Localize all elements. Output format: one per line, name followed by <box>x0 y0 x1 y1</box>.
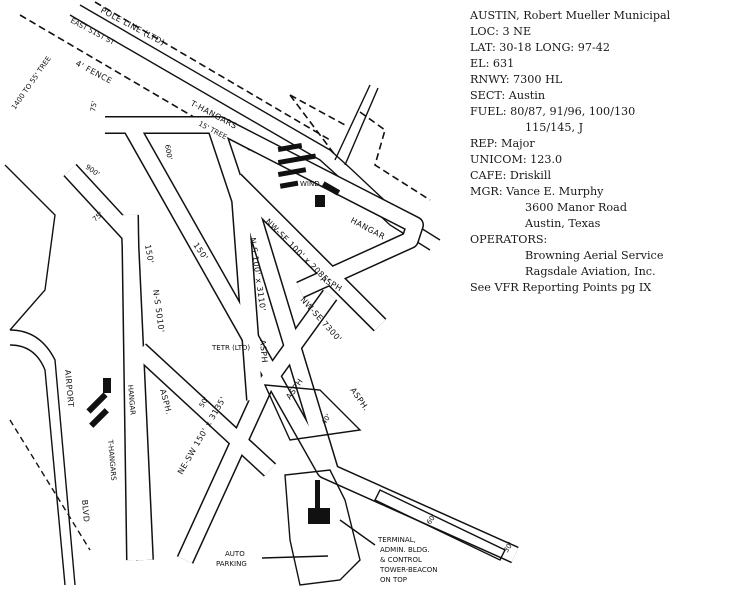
runways <box>63 116 519 564</box>
sectional: SECT: Austin <box>470 89 546 102</box>
label-terminal-2: ADMIN. BLDG. <box>380 546 430 554</box>
label-terminal-3: & CONTROL <box>380 556 422 564</box>
label-terminal-5: ON TOP <box>380 576 407 584</box>
terminal-area <box>284 469 361 586</box>
operator-item: Browning Aerial Service <box>525 249 664 262</box>
label-600: 600' <box>163 144 174 161</box>
t-hangars-top <box>277 142 341 207</box>
label-t-hangars-left: T-HANGARS <box>106 438 118 481</box>
label-asph-2: ASPH <box>258 339 269 363</box>
location: LOC: 3 NE <box>470 25 532 38</box>
label-75a: 75' <box>89 100 99 112</box>
label-terminal-4: TOWER-BEACON <box>379 566 438 574</box>
operator-item: Ragsdale Aviation, Inc. <box>525 265 656 278</box>
label-blvd: BLVD <box>80 499 91 522</box>
manager: MGR: Vance E. Murphy <box>470 185 604 198</box>
control-tower <box>315 480 320 510</box>
lat-long: LAT: 30-18 LONG: 97-42 <box>470 41 610 54</box>
fuel-continued: 115/145, J <box>525 121 584 134</box>
operators-label: OPERATORS: <box>470 233 548 246</box>
label-150a: 150' <box>143 244 155 265</box>
airport-info-panel: AUSTIN, Robert Mueller Municipal LOC: 3 … <box>470 8 670 296</box>
repair: REP: Major <box>470 137 535 150</box>
label-terminal-1: TERMINAL, <box>377 536 416 544</box>
label-wind: WIND <box>300 180 320 188</box>
label-rw-ns-5010: N-S 5010' <box>151 289 166 333</box>
label-airport: AIRPORT <box>63 369 75 408</box>
label-tetr: TETR (LTD) <box>211 344 250 352</box>
manager-address-2: Austin, Texas <box>525 217 601 230</box>
label-hangar-left: HANGAR <box>126 384 137 415</box>
terminal-leader <box>261 519 376 559</box>
fence-line <box>19 14 431 201</box>
label-hangar-right: HANGAR <box>349 216 387 242</box>
vfr-note: See VFR Reporting Points pg IX <box>470 281 652 294</box>
runway: RNWY: 7300 HL <box>470 73 563 86</box>
pole-line <box>94 1 331 141</box>
road-airport-blvd <box>4 164 91 586</box>
manager-address-1: 3600 Manor Road <box>525 201 627 214</box>
label-auto-1: AUTO <box>225 550 245 558</box>
terminal-building <box>308 508 330 524</box>
label-tree-note: 1400 TO 55' TREE <box>10 55 53 111</box>
t-hangars-left <box>86 378 111 428</box>
elevation: EL: 631 <box>470 57 515 70</box>
unicom: UNICOM: 123.0 <box>470 153 563 166</box>
airport-title: AUSTIN, Robert Mueller Municipal <box>470 9 671 22</box>
label-asph-4: ASPH. <box>348 386 370 413</box>
cafe: CAFE: Driskill <box>470 169 552 182</box>
label-fence: 4' FENCE <box>74 59 114 86</box>
label-asph-1: ASPH. <box>158 388 173 416</box>
label-auto-2: PARKING <box>216 560 247 568</box>
fuel: FUEL: 80/87, 91/96, 100/130 <box>470 105 636 118</box>
